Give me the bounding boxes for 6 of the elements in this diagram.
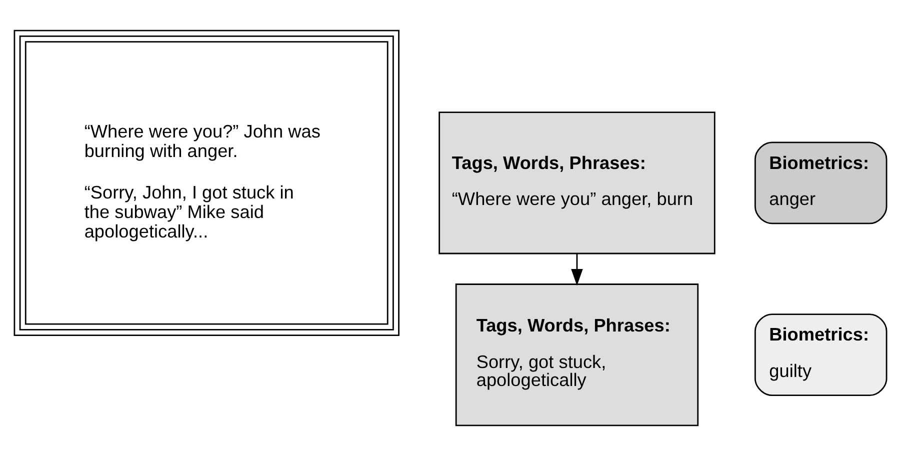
node-box: Biometrics: guilty	[754, 313, 888, 396]
node-box: Tags, Words, Phrases: Sorry, got stuck, apologetically	[455, 283, 699, 426]
node-box: Tags, Words, Phrases: “Where were you” anger, burn	[438, 111, 716, 254]
arrow	[571, 253, 583, 286]
node-box: “Where were you?” John was burning with anger. “Sorry, John, I got stuck in the subway” Mike said apologetically...	[14, 29, 400, 336]
node-box: Biometrics: anger	[754, 141, 888, 224]
